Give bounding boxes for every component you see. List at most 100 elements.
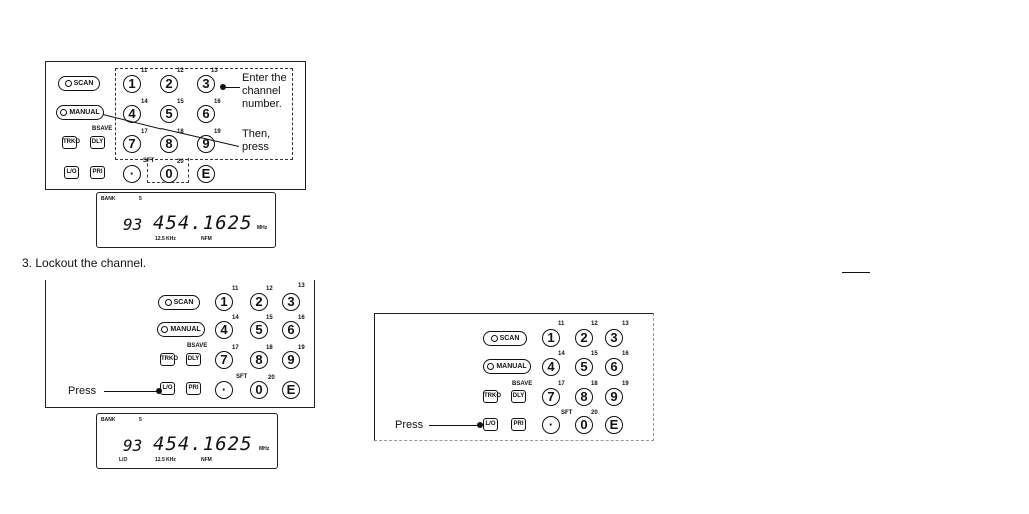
step-label: 12.5 KHz	[155, 457, 176, 463]
scan-button[interactable]: SCAN	[58, 76, 100, 91]
lockout-button[interactable]: L/O	[160, 382, 175, 395]
pri-button[interactable]: PRI	[511, 418, 526, 431]
scan-led-icon	[490, 334, 498, 342]
sup-15: 15	[177, 99, 184, 105]
pri-button[interactable]: PRI	[90, 166, 105, 179]
key-9[interactable]: 9	[197, 135, 215, 153]
manual-button[interactable]: MANUAL	[483, 359, 531, 374]
sup-16: 16	[298, 315, 305, 321]
key-1[interactable]: 1	[215, 293, 233, 311]
annotation-enter: Enter the channel number.	[242, 72, 287, 110]
key-8[interactable]: 8	[575, 388, 593, 406]
key-1[interactable]: 1	[542, 329, 560, 347]
sup-12: 12	[177, 68, 184, 74]
scan-button[interactable]: SCAN	[483, 331, 527, 346]
sup-17: 17	[232, 345, 239, 351]
dly-button[interactable]: DLY	[186, 353, 201, 366]
keypad-panel-3: SCAN MANUAL TRKO DLY BSAVE L/O PRI 1 2 3…	[374, 313, 654, 441]
key-2[interactable]: 2	[575, 329, 593, 347]
scan-button[interactable]: SCAN	[158, 295, 200, 310]
keypad-panel-2: SCAN MANUAL TRKO DLY BSAVE L/O PRI 1 2 3…	[45, 280, 315, 408]
press-pointer-line	[429, 425, 479, 426]
sup-18: 18	[266, 345, 273, 351]
trko-button[interactable]: TRKO	[160, 353, 178, 366]
dot-button[interactable]: ·	[123, 165, 141, 183]
key-4[interactable]: 4	[215, 321, 233, 339]
key-6[interactable]: 6	[605, 358, 623, 376]
key-2[interactable]: 2	[160, 75, 178, 93]
key-3[interactable]: 3	[282, 293, 300, 311]
pri-button[interactable]: PRI	[186, 382, 201, 395]
key-3[interactable]: 3	[605, 329, 623, 347]
bank-number: 5	[139, 196, 142, 202]
press-pointer-line	[104, 391, 158, 392]
key-9[interactable]: 9	[282, 351, 300, 369]
sup-16: 16	[214, 99, 221, 105]
dot-button[interactable]: ·	[542, 416, 560, 434]
keypad-panel-1: SCAN MANUAL TRKO DLY BSAVE L/O PRI 1 2 3…	[45, 61, 306, 190]
key-5[interactable]: 5	[160, 105, 178, 123]
key-0[interactable]: 0	[160, 165, 178, 183]
sup-20: 20	[177, 159, 184, 165]
key-8[interactable]: 8	[250, 351, 268, 369]
step-label: 12.5 KHz	[155, 236, 176, 242]
mhz-label: MHz	[259, 446, 270, 452]
step-3-instruction: 3. Lockout the channel.	[22, 256, 147, 270]
annotation-then: Then, press	[242, 128, 271, 153]
key-9[interactable]: 9	[605, 388, 623, 406]
lockout-button[interactable]: L/O	[483, 418, 498, 431]
sup-11: 11	[141, 68, 148, 74]
frequency-readout: 454.1625	[153, 433, 253, 455]
sup-12: 12	[266, 286, 273, 292]
scan-led-icon	[164, 298, 172, 306]
frequency-readout: 454.1625	[153, 212, 253, 234]
key-4[interactable]: 4	[542, 358, 560, 376]
mhz-label: MHz	[257, 225, 268, 231]
trko-button[interactable]: TRKO	[62, 136, 80, 149]
key-6[interactable]: 6	[282, 321, 300, 339]
sft-label: SFT	[561, 410, 573, 416]
key-3[interactable]: 3	[197, 75, 215, 93]
sup-13: 13	[211, 68, 218, 74]
lcd-display-2: BANK 5 93 454.1625 MHz L/O 12.5 KHz NFM	[96, 413, 278, 469]
lockout-button[interactable]: L/O	[64, 166, 79, 179]
manual-led-icon	[161, 325, 169, 333]
key-1[interactable]: 1	[123, 75, 141, 93]
manual-button[interactable]: MANUAL	[157, 322, 205, 337]
key-4[interactable]: 4	[123, 105, 141, 123]
enter-button[interactable]: E	[197, 165, 215, 183]
numeric-group-outline	[115, 68, 293, 160]
key-7[interactable]: 7	[215, 351, 233, 369]
enter-button[interactable]: E	[605, 416, 623, 434]
trko-button[interactable]: TRKO	[483, 390, 501, 403]
pointer-dot-enter	[220, 84, 226, 90]
key-0[interactable]: 0	[250, 381, 268, 399]
sup-20: 20	[268, 375, 275, 381]
sft-label: SFT	[236, 374, 248, 380]
sup-19: 19	[214, 129, 221, 135]
manual-button[interactable]: MANUAL	[56, 105, 104, 120]
enter-button[interactable]: E	[282, 381, 300, 399]
lcd-display-1: BANK 5 93 454.1625 MHz 12.5 KHz NFM	[96, 192, 276, 248]
dly-button[interactable]: DLY	[90, 136, 105, 149]
sup-17: 17	[558, 381, 565, 387]
key-5[interactable]: 5	[250, 321, 268, 339]
key-8[interactable]: 8	[160, 135, 178, 153]
dly-button[interactable]: DLY	[511, 390, 526, 403]
channel-number: 93	[123, 215, 143, 234]
mode-label: NFM	[201, 457, 212, 463]
key-0[interactable]: 0	[575, 416, 593, 434]
sup-11: 11	[232, 286, 239, 292]
bsave-label: BSAVE	[92, 126, 113, 132]
sup-20: 20	[591, 410, 598, 416]
key-5[interactable]: 5	[575, 358, 593, 376]
key-7[interactable]: 7	[542, 388, 560, 406]
sup-15: 15	[266, 315, 273, 321]
sup-19: 19	[622, 381, 629, 387]
key-2[interactable]: 2	[250, 293, 268, 311]
sup-12: 12	[591, 321, 598, 327]
dot-button[interactable]: ·	[215, 381, 233, 399]
key-7[interactable]: 7	[123, 135, 141, 153]
key-6[interactable]: 6	[197, 105, 215, 123]
manual-led-icon	[487, 362, 495, 370]
